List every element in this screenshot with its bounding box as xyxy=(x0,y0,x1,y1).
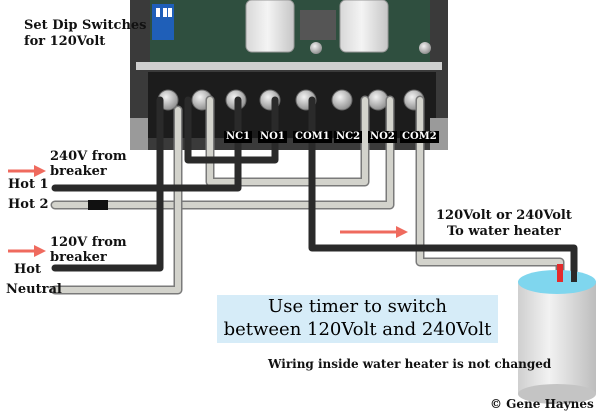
heater-body xyxy=(518,282,596,394)
dip-switch xyxy=(168,8,172,17)
arrow-240-head xyxy=(34,165,46,177)
instruction-banner: Use timer to switch between 120Volt and … xyxy=(217,295,498,343)
source-120-line: breaker xyxy=(50,250,107,265)
source-240-line: breaker xyxy=(50,164,107,179)
wire-black-jumper xyxy=(184,96,279,164)
heater-terminal-red xyxy=(557,264,563,282)
dip-note-line: for 120Volt xyxy=(24,34,106,49)
wire-jumper xyxy=(207,97,368,185)
relay-frame xyxy=(300,10,336,40)
arrow-load-head xyxy=(396,226,408,238)
arrows xyxy=(8,165,408,257)
source-120-label: 120V from breaker xyxy=(50,235,127,265)
bracket xyxy=(130,118,148,150)
relay-left xyxy=(245,0,295,53)
wire-neutral xyxy=(52,107,181,293)
wire-tape-marker xyxy=(88,200,108,210)
wire-hot1 xyxy=(51,96,242,192)
terminal-label: NO1 xyxy=(258,131,287,143)
water-heater xyxy=(518,264,596,404)
mount-screw xyxy=(310,42,322,54)
load-line: To water heater xyxy=(446,224,561,239)
banner-line: Use timer to switch xyxy=(268,296,447,317)
terminal-label: NO2 xyxy=(368,131,397,143)
wire-load-black xyxy=(308,96,578,276)
hot1-label: Hot 1 xyxy=(8,177,49,192)
source-240-line: 240V from xyxy=(50,149,127,164)
source-240-label: 240V from breaker xyxy=(50,149,127,179)
source-120-line: 120V from xyxy=(50,235,127,250)
terminal-rail xyxy=(136,62,442,70)
arrow-120-head xyxy=(34,245,46,257)
inside-wiring-note: Wiring inside water heater is not change… xyxy=(268,357,552,371)
heater-terminal-black xyxy=(571,264,577,282)
load-line: 120Volt or 240Volt xyxy=(436,208,572,223)
hot2-label: Hot 2 xyxy=(8,197,49,212)
terminal-label: NC2 xyxy=(334,131,363,143)
relay-right xyxy=(339,0,389,53)
dip-switch xyxy=(163,8,167,17)
dip-switch xyxy=(156,8,160,17)
terminal-label: COM2 xyxy=(400,131,439,143)
copyright-credit: © Gene Haynes xyxy=(490,397,594,411)
neutral-label: Neutral xyxy=(6,282,62,297)
terminal-label: NC1 xyxy=(224,131,253,143)
hot-label: Hot xyxy=(14,262,41,277)
terminal-screw xyxy=(331,89,353,111)
banner-line: between 120Volt and 240Volt xyxy=(223,319,492,340)
heater-base xyxy=(518,384,596,404)
mount-screw xyxy=(419,42,431,54)
dip-switch-note: Set Dip Switches for 120Volt xyxy=(24,18,147,50)
dip-note-line: Set Dip Switches xyxy=(24,18,147,33)
terminal-label: COM1 xyxy=(293,131,332,143)
terminal-screw xyxy=(367,89,389,111)
wire-hot-120 xyxy=(51,96,164,272)
load-label: 120Volt or 240Volt To water heater xyxy=(436,208,572,240)
